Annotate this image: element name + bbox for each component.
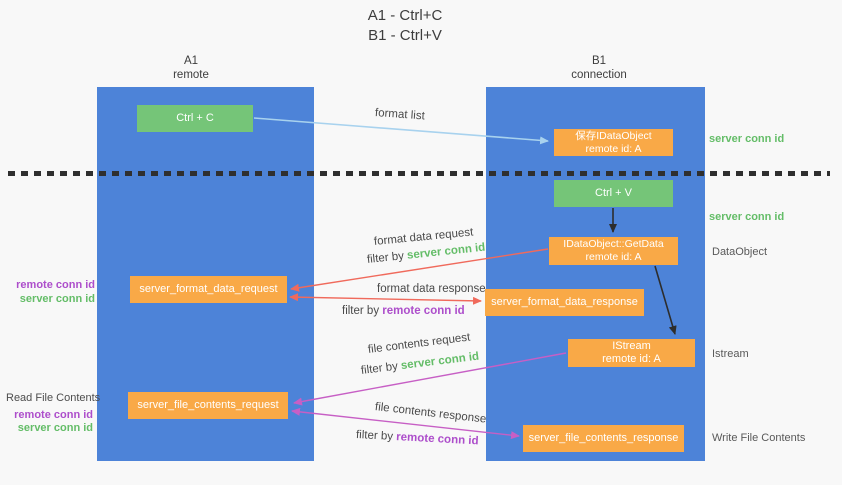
istream-line2: remote id: A <box>602 353 661 365</box>
format-data-response-arrow <box>289 293 482 305</box>
diagram-title: A1 - Ctrl+C B1 - Ctrl+V <box>320 6 490 46</box>
remote-conn-id-text-1: remote conn id <box>382 305 465 317</box>
remote-conn-id-left-top: remote conn id <box>16 279 95 291</box>
column-a1-id: A1 <box>183 55 199 67</box>
left-conn-id-block-top: remote conn id server conn id <box>8 279 95 306</box>
file-contents-request-arrow <box>293 352 567 406</box>
server-file-contents-request-box: server_file_contents_request <box>128 392 288 419</box>
ctrl-c-box: Ctrl + C <box>137 105 253 132</box>
getdata-line2: remote id: A <box>585 251 642 263</box>
server-format-data-response-box: server_format_data_response <box>485 289 644 316</box>
column-b1-subtitle: connection <box>571 68 627 81</box>
save-idataobject-line2: remote id: A <box>585 142 642 155</box>
server-format-data-request-label: server_format_data_request <box>139 283 278 295</box>
column-header-b1: B1 connection <box>544 55 654 82</box>
server-format-data-request-box: server_format_data_request <box>130 276 287 303</box>
format-data-request-arrow <box>290 248 549 292</box>
getdata-line1: IDataObject::GetData <box>563 238 664 250</box>
column-a1-subtitle: remote <box>173 68 209 81</box>
idataobject-getdata-box: IDataObject::GetData remote id: A <box>549 237 678 265</box>
read-file-contents-label: Read File Contents <box>6 392 101 404</box>
save-idataobject-box: 保存IDataObject remote id: A <box>554 129 673 156</box>
server-format-data-response-label: server_format_data_response <box>491 296 638 308</box>
server-conn-id-right-top: server conn id <box>709 133 785 145</box>
session-divider-dashed-line <box>8 171 830 176</box>
remote-conn-id-left-bottom: remote conn id <box>14 408 93 421</box>
format-data-response-label: format data response <box>377 283 486 295</box>
istream-side-label: Istream <box>712 348 749 360</box>
server-file-contents-response-label: server_file_contents_response <box>528 432 679 444</box>
istream-line1: IStream <box>612 340 651 352</box>
ctrl-v-label: Ctrl + V <box>595 187 632 199</box>
server-conn-id-left-top: server conn id <box>19 292 95 305</box>
format-list-arrow <box>253 117 549 145</box>
left-label-block-bottom: Read File Contents remote conn id server… <box>6 392 101 436</box>
ctrl-c-label: Ctrl + C <box>176 112 214 124</box>
write-file-contents-label: Write File Contents <box>712 432 806 444</box>
file-contents-response-arrow <box>291 407 520 440</box>
dataobject-side-label: DataObject <box>712 246 768 258</box>
server-conn-id-right-mid: server conn id <box>709 211 785 223</box>
save-idataobject-line1: 保存IDataObject <box>575 129 652 142</box>
filter-by-text-4: filter by <box>355 429 397 444</box>
istream-box: IStream remote id: A <box>568 339 695 367</box>
ctrl-v-box: Ctrl + V <box>554 180 673 207</box>
title-line-a1: A1 - Ctrl+C <box>367 7 443 24</box>
filter-by-remote-conn-id-label-1: filter by remote conn id <box>342 305 465 317</box>
server-file-contents-response-box: server_file_contents_response <box>523 425 684 452</box>
getdata-to-istream-arrow <box>654 265 677 335</box>
server-file-contents-request-label: server_file_contents_request <box>137 399 279 411</box>
title-line-b1: B1 - Ctrl+V <box>368 27 442 44</box>
column-header-a1: A1 remote <box>136 55 246 82</box>
column-b1-id: B1 <box>591 55 607 67</box>
filter-by-text-2: filter by <box>342 305 383 317</box>
server-conn-id-left-bottom: server conn id <box>17 422 93 434</box>
